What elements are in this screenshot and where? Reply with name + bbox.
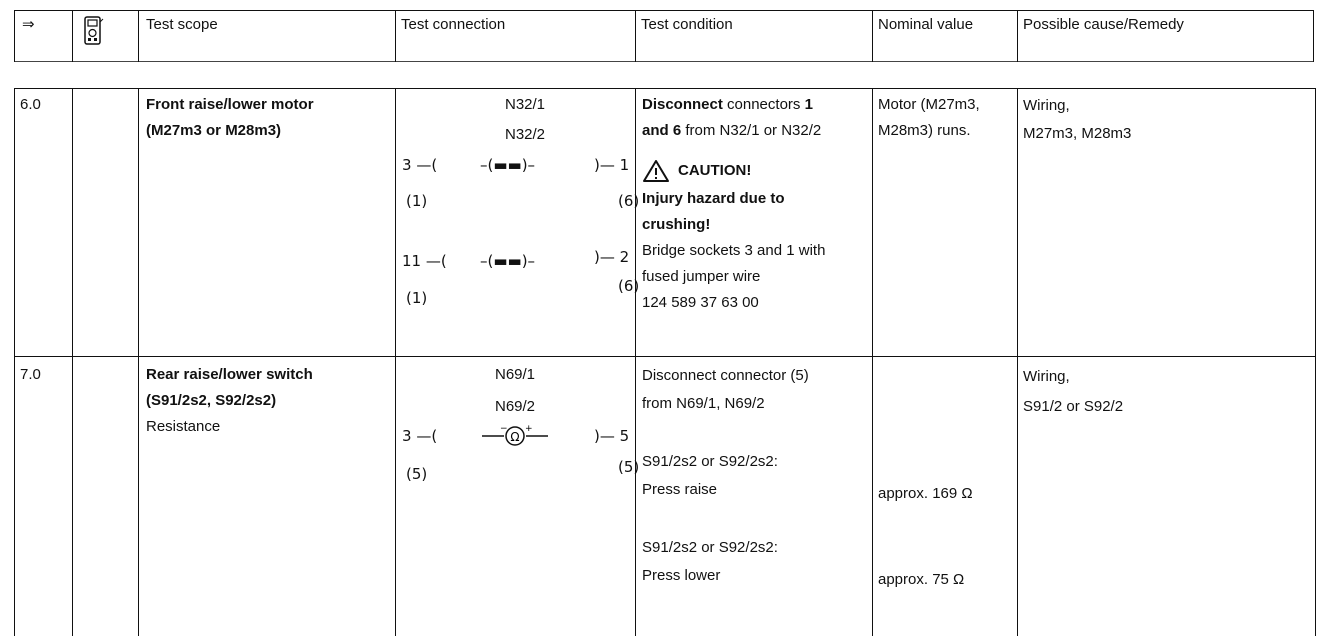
pin-number: 3: [402, 427, 412, 445]
cond-text: connectors: [722, 96, 805, 113]
test-scope: Rear raise/lower switch (S91/2s2, S92/2s…: [146, 362, 313, 440]
vline: [138, 10, 139, 62]
cause-line: S91/2 or S92/2: [1023, 398, 1124, 415]
cond-line: Press raise: [642, 481, 718, 498]
possible-cause: Wiring, M27m3, M28m3: [1023, 92, 1131, 148]
header-test-scope: Test scope: [146, 16, 218, 33]
pin-label: 3 —(: [402, 427, 438, 445]
svg-text:+: +: [525, 424, 533, 434]
nominal-line: M28m3) runs.: [878, 122, 971, 139]
test-scope: Front raise/lower motor (M27m3 or M28m3): [146, 92, 314, 144]
connector-ref: (1): [406, 289, 428, 307]
pin-label: )— 2: [594, 248, 630, 266]
pin-label: )— 5: [594, 427, 630, 445]
vline: [72, 10, 73, 62]
cond-text: from N32/1 or N32/2: [681, 122, 822, 139]
vline: [872, 10, 873, 62]
jumper-symbol: –(▬▬)–: [480, 156, 536, 174]
scope-title-line: Front raise/lower motor: [146, 96, 314, 113]
bridge-line: 124 589 37 63 00: [642, 294, 759, 311]
nominal-value-raise: approx. 169 Ω: [878, 485, 973, 502]
vline: [872, 88, 873, 636]
connector-label: N69/1: [494, 366, 536, 383]
pin-number: 5: [619, 427, 630, 445]
svg-text:−: −: [500, 424, 508, 434]
cond-bold: Disconnect: [642, 96, 723, 113]
connector-ref: (5): [406, 465, 428, 483]
header-nominal-value: Nominal value: [878, 16, 974, 33]
vline: [395, 88, 396, 636]
vline: [1017, 88, 1018, 636]
header-arrow: ⇒: [22, 16, 35, 33]
test-condition: Disconnect connector (5) from N69/1, N69…: [642, 362, 870, 590]
connector-ref: (6): [618, 277, 640, 295]
nominal-value: Motor (M27m3, M28m3) runs.: [878, 92, 980, 144]
vline: [14, 88, 15, 636]
cond-line: Press lower: [642, 567, 721, 584]
scope-title-line: Rear raise/lower switch: [146, 366, 313, 383]
cond-line: Disconnect connector (5): [642, 367, 809, 384]
ohmmeter-icon: Ω − +: [482, 424, 548, 446]
vline: [72, 88, 73, 636]
test-condition: Disconnect connectors 1 and 6 from N32/1…: [642, 92, 870, 316]
pin-number: 3: [402, 156, 412, 174]
multimeter-icon: [82, 16, 104, 46]
warning-icon: [643, 160, 669, 182]
header-test-connection: Test connection: [401, 16, 506, 33]
bridge-line: fused jumper wire: [642, 268, 761, 285]
pin-number: 2: [619, 248, 630, 266]
vline: [635, 88, 636, 636]
vline: [1315, 88, 1316, 636]
vline: [14, 10, 15, 62]
connector-ref: (1): [406, 192, 428, 210]
vline: [1017, 10, 1018, 62]
caution-heading: CAUTION!: [642, 158, 870, 184]
caution-label: CAUTION!: [678, 162, 752, 179]
connector-label: N32/1: [504, 96, 546, 113]
vline: [1313, 10, 1314, 62]
connector-label: N69/2: [494, 398, 536, 415]
step-number: 6.0: [20, 96, 41, 113]
svg-text:Ω: Ω: [510, 430, 519, 444]
nominal-value-lower: approx. 75 Ω: [878, 571, 965, 588]
pin-label: 3 —(: [402, 156, 438, 174]
caution-line: crushing!: [642, 216, 711, 233]
connector-ref: (5): [618, 458, 640, 476]
connector-label: N32/2: [504, 126, 546, 143]
nominal-line: Motor (M27m3,: [878, 96, 980, 113]
step-number: 7.0: [20, 366, 41, 383]
cause-line: Wiring,: [1023, 97, 1070, 114]
header-bottom-border: [14, 61, 1314, 62]
caution-line: Injury hazard due to: [642, 190, 785, 207]
row-divider: [14, 356, 1316, 357]
ohmmeter-symbol: Ω − +: [480, 424, 550, 452]
connector-ref: (6): [618, 192, 640, 210]
vline: [138, 88, 139, 636]
body-top-border: [14, 88, 1316, 89]
possible-cause: Wiring, S91/2 or S92/2: [1023, 362, 1123, 422]
pin-number: 1: [619, 156, 630, 174]
pin-label: )— 1: [594, 156, 630, 174]
scope-subtitle: Resistance: [146, 418, 221, 435]
cause-line: Wiring,: [1023, 368, 1070, 385]
cause-line: M27m3, M28m3: [1023, 125, 1132, 142]
cond-line: from N69/1, N69/2: [642, 395, 765, 412]
scope-title-line: (S91/2s2, S92/2s2): [146, 392, 277, 409]
bridge-line: Bridge sockets 3 and 1 with: [642, 242, 826, 259]
scope-title-line: (M27m3 or M28m3): [146, 122, 282, 139]
vline: [395, 10, 396, 62]
jumper-symbol: –(▬▬)–: [480, 252, 536, 270]
cond-line: S91/2s2 or S92/2s2:: [642, 453, 778, 470]
cond-bold: and 6: [642, 122, 682, 139]
pin-number: 11: [402, 252, 422, 270]
header-possible-cause: Possible cause/Remedy: [1023, 16, 1184, 33]
cond-bold: 1: [804, 96, 813, 113]
pin-label: 11 —(: [402, 252, 447, 270]
header-top-border: [14, 10, 1314, 11]
cond-line: S91/2s2 or S92/2s2:: [642, 539, 778, 556]
vline: [635, 10, 636, 62]
header-test-condition: Test condition: [641, 16, 733, 33]
